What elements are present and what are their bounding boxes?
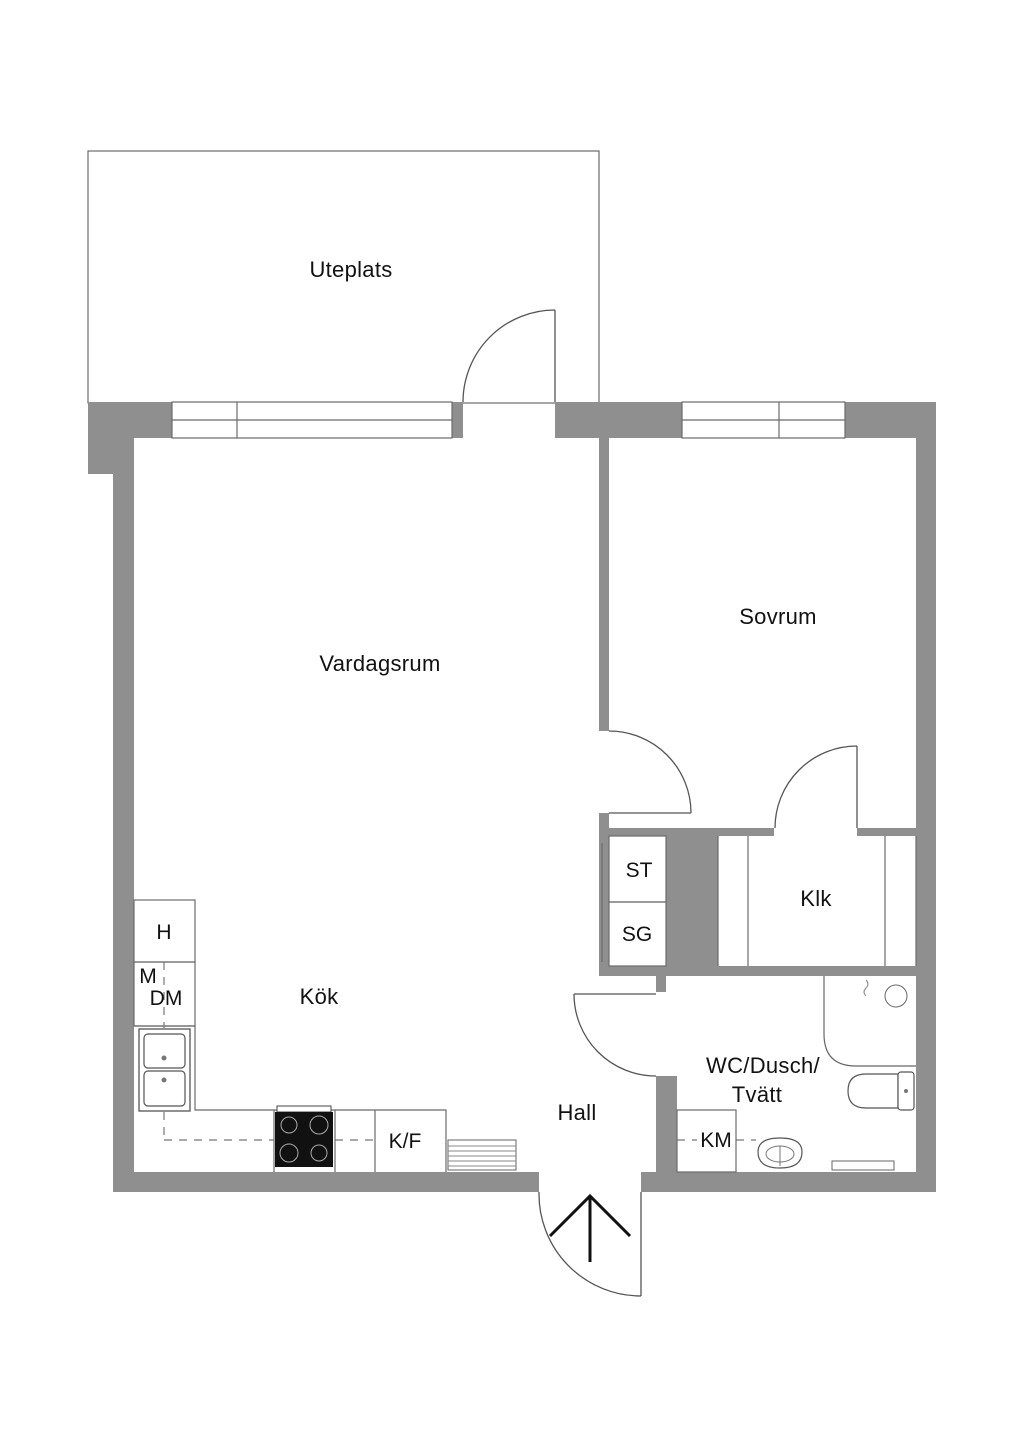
room-label-klk: Klk [800,886,832,911]
bathroom-door[interactable] [573,993,657,1077]
interior-walls [599,438,916,1172]
radiator-icon [447,1139,517,1171]
stove-icon [275,1105,333,1167]
toilet-icon [847,1071,915,1111]
shower-icon [823,976,916,1067]
room-label-wc-line1: WC/Dusch/ [706,1053,821,1078]
fixture-label-st: ST [626,859,653,882]
wardrobes [601,835,667,967]
fixture-label-kf: K/F [389,1130,422,1153]
room-label-vardagsrum: Vardagsrum [319,651,440,676]
windows [171,401,846,439]
closet-door[interactable] [774,745,858,829]
room-label-wc-line2: Tvätt [732,1082,782,1107]
room-label-uteplats: Uteplats [309,257,392,282]
outer-walls [88,402,936,1192]
washbasin-icon [757,1137,803,1169]
closet-shelves [717,836,917,966]
room-label-hall: Hall [557,1100,596,1125]
entrance-door[interactable] [538,1191,642,1297]
bedroom-door[interactable] [608,730,692,814]
room-label-sovrum: Sovrum [739,604,817,629]
bathroom-cabinet [676,1109,737,1173]
room-label-kok: Kök [300,984,340,1009]
fixture-label-h: H [156,921,171,944]
entrance-arrow-icon [548,1193,632,1262]
fixture-label-dm: DM [150,987,183,1010]
fixture-label-sg: SG [622,923,652,946]
fixture-label-m: M [139,965,157,988]
bath-drain-strip [831,1160,895,1171]
fixture-label-km: KM [700,1129,732,1152]
kitchen-sink-icon [138,1028,191,1112]
service-dashed-lines [163,962,756,1141]
patio-door[interactable] [462,309,556,403]
